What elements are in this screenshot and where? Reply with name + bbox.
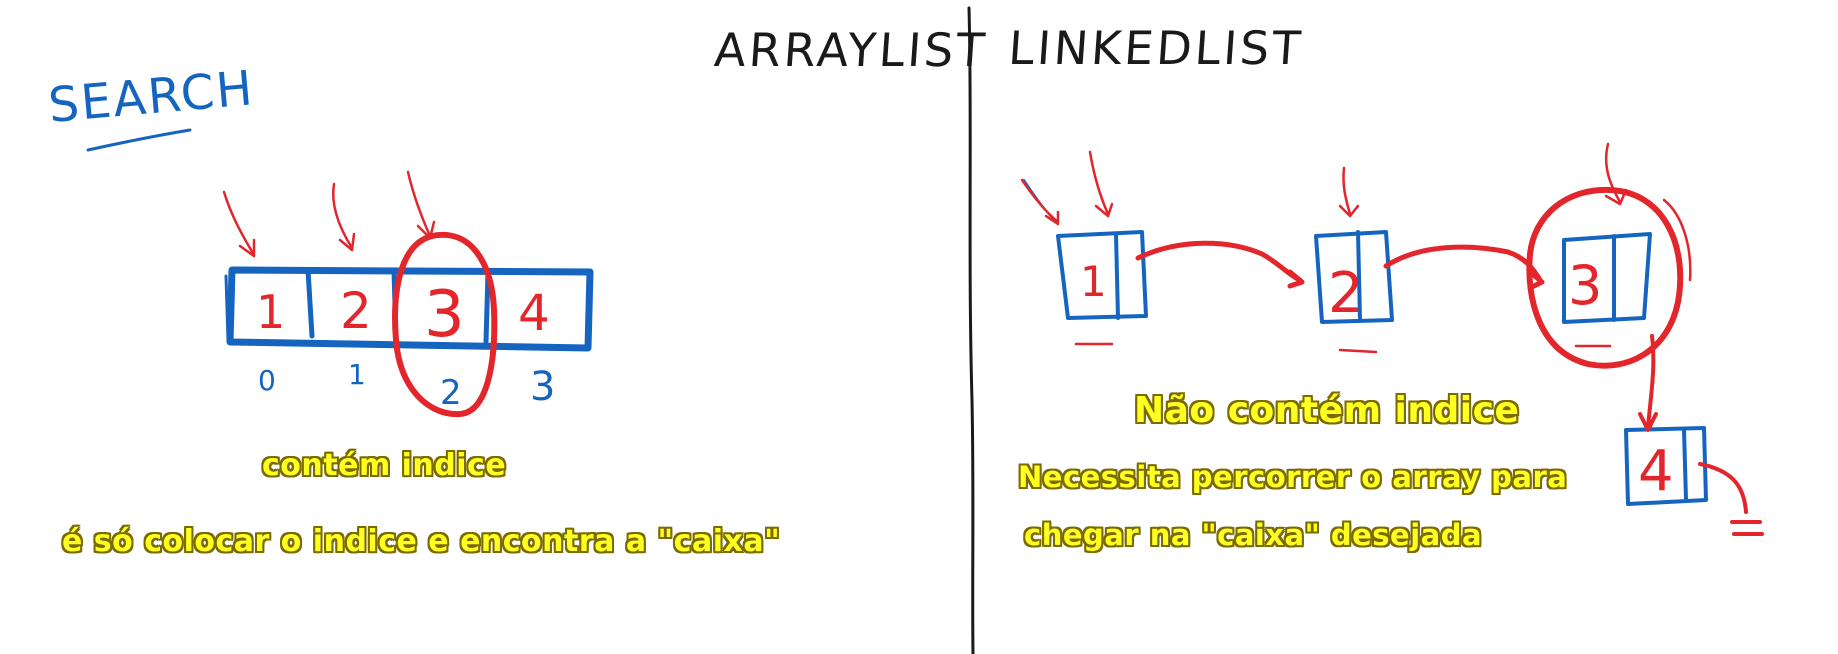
node-4-value: 4: [1638, 439, 1674, 504]
array-arrow-3: [406, 170, 436, 240]
node-2-box: [1314, 230, 1394, 324]
node-1-arrow-b: [1088, 150, 1114, 218]
node-2-divider: [1356, 230, 1362, 322]
array-cell-2: 2: [340, 282, 372, 340]
linked-list-diagram: 1 2 3 4: [1020, 142, 1764, 536]
node-3-tail: [1662, 198, 1692, 282]
node-2-value: 2: [1328, 261, 1364, 326]
heading-search: Search: [46, 60, 256, 134]
node-3-arrow: [1604, 142, 1628, 206]
array-divider-1: [305, 267, 315, 339]
link-1-to-2: [1135, 240, 1305, 289]
array-index-3: 3: [530, 364, 555, 410]
array-caption-title: contém indice: [262, 448, 507, 483]
linked-caption-line1: Necessita percorrer o array para: [1018, 460, 1568, 494]
heading-linkedlist: LinkedList: [1007, 21, 1305, 75]
search-underline: [86, 128, 192, 152]
node-3-box: [1562, 232, 1652, 324]
node-2-underline: [1338, 348, 1378, 354]
linked-caption-line2: chegar na "caixa" desejada: [1024, 518, 1483, 552]
node-2-arrow: [1338, 166, 1360, 218]
array-caption-detail: é só colocar o indice e encontra a "caix…: [62, 524, 781, 559]
array-cell-4: 4: [518, 284, 550, 342]
divider-line: [967, 6, 975, 654]
node-1-box: [1056, 230, 1148, 320]
node-1-divider: [1114, 232, 1120, 320]
linked-caption-title: Não contém indice: [1134, 390, 1520, 431]
link-2-to-3: [1383, 244, 1545, 291]
array-left-edge: [224, 274, 230, 342]
array-highlight-circle: [392, 231, 498, 418]
array-index-2: 2: [440, 373, 462, 413]
array-diagram: 1 2 3 4 0 1 2 3: [222, 170, 594, 418]
link-4-to-null: [1698, 462, 1748, 514]
node-4-divider: [1682, 428, 1688, 502]
node-1-arrow-a-head: [1020, 178, 1060, 226]
array-index-1: 1: [348, 358, 366, 391]
array-cell-1: 1: [256, 285, 285, 339]
null-ground-symbol: [1730, 520, 1764, 536]
node-1-value: 1: [1080, 257, 1107, 306]
array-arrow-2: [331, 182, 356, 252]
array-box: [226, 266, 594, 352]
link-3-to-4: [1638, 334, 1658, 432]
node-3-value: 3: [1568, 254, 1602, 317]
array-index-0: 0: [258, 364, 276, 397]
array-cell-3: 3: [424, 278, 465, 352]
node-3-highlight-circle: [1526, 186, 1684, 369]
node-4-box: [1624, 426, 1708, 506]
heading-arraylist: ArrayList: [713, 23, 990, 77]
array-arrow-1: [222, 190, 256, 258]
